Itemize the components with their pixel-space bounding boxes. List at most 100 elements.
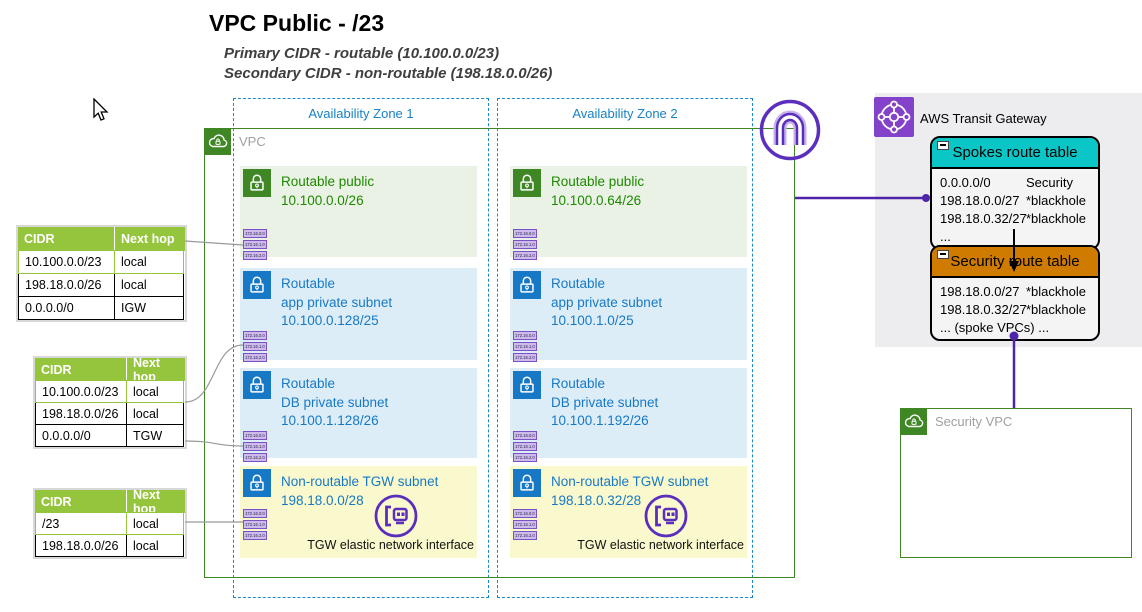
eni-ip-tag: 172.16.1.0 — [243, 342, 267, 351]
page-title: VPC Public - /23 — [209, 10, 385, 36]
tgw-eni-icon[interactable] — [372, 492, 420, 540]
eni-ip-tag: 172.16.0.0 — [243, 509, 267, 518]
column-header: Next hop — [127, 488, 185, 516]
column-header: Next hop — [127, 356, 185, 384]
mouse-cursor — [93, 97, 111, 127]
eni-ip-tag: 172.16.2.0 — [243, 453, 267, 462]
security-route-table-header: Security route table — [932, 247, 1098, 278]
eni-ip-tag: 172.16.0.0 — [513, 331, 537, 340]
eni-ip-tag: 172.16.0.0 — [243, 331, 267, 340]
eni-ip-tag: 172.16.1.0 — [513, 240, 537, 249]
eni-ip-tag: 172.16.1.0 — [513, 342, 537, 351]
security-route-table-rows: 198.18.0.0/27 *blackhole 198.18.0.32/27*bl… — [932, 278, 1098, 339]
az1-label: Availability Zone 1 — [308, 106, 414, 121]
eni-ip-tag: 172.16.2.0 — [513, 251, 537, 260]
eni-ip-tag: 172.16.1.0 — [243, 520, 267, 529]
tgw-eni-icon[interactable] — [642, 492, 690, 540]
route-cidr: ... — [940, 229, 951, 244]
eni-ip-tag: 172.16.2.0 — [243, 251, 267, 260]
cell: local — [126, 534, 184, 557]
cell: TGW — [126, 424, 184, 447]
subnet-lock-icon — [243, 469, 271, 497]
secondary-cidr-note: Secondary CIDR - non-routable (198.18.0.… — [224, 65, 553, 82]
availability-zone-2[interactable]: Availability Zone 2 — [497, 98, 753, 598]
route-cidr: ... (spoke VPCs) ... — [940, 320, 1050, 335]
vpc-cloud-icon — [204, 128, 231, 155]
spokes-route-table-title: Spokes route table — [952, 144, 1078, 161]
eni-ip-tag: 172.16.0.0 — [513, 509, 537, 518]
eni-ip-tag: 172.16.2.0 — [513, 531, 537, 540]
cell: local — [126, 512, 184, 535]
cell: 10.100.0.0/23 — [35, 380, 127, 403]
route-target: Security — [1026, 175, 1073, 190]
cell: local — [126, 380, 184, 403]
primary-cidr-note: Primary CIDR - routable (10.100.0.0/23) — [224, 45, 500, 62]
column-header: CIDR — [18, 227, 115, 251]
eni-ip-tag: 172.16.0.0 — [243, 229, 267, 238]
route-entry: 198.18.0.32/27*blackhole — [940, 210, 1090, 228]
column-header: CIDR — [35, 358, 127, 381]
cell: 0.0.0.0/0 — [35, 424, 127, 447]
security-vpc-box[interactable] — [900, 408, 1132, 558]
eni-ip-tag: 172.16.1.0 — [513, 442, 537, 451]
eni-ip-tag: 172.16.1.0 — [513, 520, 537, 529]
subnet-lock-icon — [513, 469, 541, 497]
collapse-icon[interactable] — [937, 141, 949, 150]
cell: /23 — [35, 512, 127, 535]
eni-ip-tag: 172.16.0.0 — [513, 431, 537, 440]
vpc-label: VPC — [239, 134, 266, 149]
security-route-table[interactable]: Security route table 198.18.0.0/27 *black… — [930, 245, 1100, 341]
spokes-route-table-header: Spokes route table — [932, 138, 1098, 169]
eni-ip-tag: 172.16.2.0 — [513, 353, 537, 362]
cell: IGW — [114, 296, 184, 320]
column-header: CIDR — [35, 490, 127, 513]
column-header: Next hop — [115, 227, 185, 251]
route-target: *blackhole — [1026, 284, 1086, 299]
collapse-icon[interactable] — [937, 250, 949, 259]
tgw-attachment-icon[interactable] — [758, 98, 822, 167]
security-vpc-cloud-icon — [900, 408, 927, 435]
route-cidr: 198.18.0.0/27 — [940, 284, 1020, 299]
eni-ip-tag: 172.16.2.0 — [513, 453, 537, 462]
eni-ip-tag: 172.16.1.0 — [243, 442, 267, 451]
cell: local — [114, 273, 184, 297]
route-target: *blackhole — [1026, 211, 1086, 226]
route-target: *blackhole — [1026, 193, 1086, 208]
eni-ip-tags: 172.16.0.0 172.16.1.0 172.16.2.0 — [513, 331, 537, 364]
subnet-lock-icon — [243, 371, 271, 399]
route-cidr: 198.18.0.32/27 — [940, 211, 1027, 226]
transit-gateway-icon[interactable] — [874, 97, 914, 137]
cell: local — [114, 250, 184, 274]
route-entry: 198.18.0.32/27*blackhole — [940, 301, 1090, 319]
